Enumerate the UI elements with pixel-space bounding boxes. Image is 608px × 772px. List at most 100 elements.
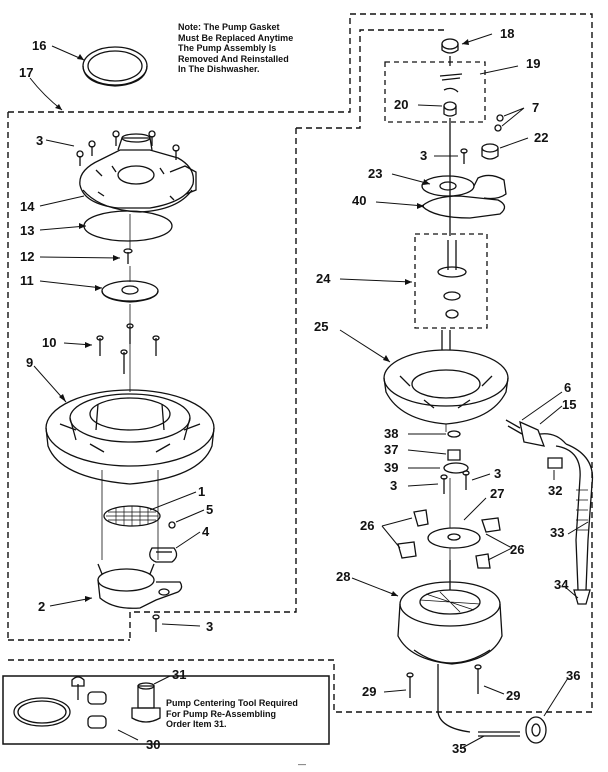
- pump-gasket-note: Note: The Pump Gasket Must Be Replaced A…: [178, 22, 293, 75]
- part-label-34: 34: [554, 577, 569, 592]
- pump-base-part-9: [45, 389, 215, 485]
- screws-part-3-top: [76, 130, 180, 166]
- screws-part-29: [406, 664, 482, 698]
- part-label-33: 33: [550, 525, 565, 540]
- fitting-part-34: [573, 539, 591, 605]
- tool-kit-part-30: [13, 676, 107, 729]
- part-label-26: 26: [510, 542, 525, 557]
- clamp-part-32: [547, 457, 563, 469]
- box-item-30: [2, 675, 330, 745]
- part-label-23: 23: [368, 166, 383, 181]
- part-label-16: 16: [32, 38, 47, 53]
- part-label-3: 3: [420, 148, 428, 163]
- part-label-3: 3: [206, 619, 214, 634]
- arrowheads: [55, 39, 469, 602]
- small-parts-38-39: [443, 430, 469, 474]
- part-label-38: 38: [384, 426, 399, 441]
- part-label-4: 4: [202, 524, 210, 539]
- screw-part-3-bottom-left: [152, 614, 160, 632]
- motor-mount-part-25: [383, 330, 509, 425]
- housing-cover-part-23: [421, 174, 507, 200]
- part-label-32: 32: [548, 483, 563, 498]
- gasket-part-40: [421, 195, 506, 219]
- footer-mark: —: [298, 760, 306, 769]
- part-label-36: 36: [566, 668, 581, 683]
- note-line: Removed And Reinstalled: [178, 53, 289, 64]
- leader-lines: [29, 33, 589, 749]
- part-label-10: 10: [42, 335, 57, 350]
- part-label-7: 7: [532, 100, 540, 115]
- filter-screen-part-1: [103, 505, 161, 527]
- spring-part-19: [439, 73, 463, 93]
- part-label-24: 24: [316, 271, 331, 286]
- screw-part-12: [123, 248, 133, 264]
- hose-fitting-part-15: [505, 419, 567, 447]
- part-label-35: 35: [452, 741, 467, 756]
- note-line: In The Dishwasher.: [178, 64, 260, 74]
- box-item-24: [414, 233, 488, 329]
- wire-lead: [437, 664, 471, 733]
- part-label-28: 28: [336, 569, 351, 584]
- fitting-part-22: [481, 143, 499, 160]
- part-label-15: 15: [562, 397, 577, 412]
- note-line: Note: The Pump Gasket: [178, 22, 280, 32]
- part-label-3: 3: [390, 478, 398, 493]
- part-label-27: 27: [490, 486, 505, 501]
- impeller-part-11: [101, 280, 159, 303]
- part-label-18: 18: [500, 26, 515, 41]
- box-items-18-20: [384, 61, 486, 123]
- part-label-19: 19: [526, 56, 541, 71]
- part-label-2: 2: [38, 599, 46, 614]
- part-label-29: 29: [506, 688, 521, 703]
- part-label-1: 1: [198, 484, 206, 499]
- part-label-37: 37: [384, 442, 399, 457]
- part-label-29: 29: [362, 684, 377, 699]
- part-label-20: 20: [394, 97, 409, 112]
- part-label-12: 12: [20, 249, 35, 264]
- screws-part-3-mid: [440, 470, 470, 494]
- part-label-9: 9: [26, 355, 34, 370]
- left-assembly-boundary: [7, 14, 351, 641]
- part-label-25: 25: [314, 319, 329, 334]
- note-line: Must Be Replaced Anytime: [178, 32, 294, 43]
- part-label-31: 31: [172, 667, 187, 682]
- screw-part-3-right: [460, 148, 468, 164]
- part-label-39: 39: [384, 460, 399, 475]
- part-label-11: 11: [20, 273, 34, 288]
- part-label-17: 17: [19, 65, 34, 80]
- part-label-22: 22: [534, 130, 549, 145]
- note-line: Order Item 31.: [166, 719, 227, 729]
- right-assembly-boundary: [8, 13, 593, 713]
- o-rings-part-7: [494, 114, 504, 132]
- part-label-26: 26: [360, 518, 375, 533]
- assembly-center-lines: [101, 214, 451, 566]
- pump-centering-tool-note: Pump Centering Tool Required For Pump Re…: [166, 698, 298, 730]
- centering-tool-part-31: [131, 682, 161, 723]
- part-label-13: 13: [20, 223, 35, 238]
- gasket-part-13: [83, 210, 173, 242]
- part-label-5: 5: [206, 502, 214, 517]
- part-label-6: 6: [564, 380, 572, 395]
- hose-part-33: [555, 443, 594, 541]
- pump-bracket-part-2: [97, 563, 183, 609]
- part-label-14: 14: [20, 199, 35, 214]
- seal-part-4: [149, 547, 178, 563]
- note-line: For Pump Re-Assembling: [166, 708, 277, 719]
- ball-part-5: [168, 521, 176, 529]
- motor-part-28: [397, 560, 503, 665]
- impeller-part-27: [427, 527, 481, 549]
- part-label-40: 40: [352, 193, 367, 208]
- pump-gasket-part-16: [82, 46, 148, 87]
- part-label-30: 30: [146, 737, 161, 752]
- nut-part-18: [441, 38, 459, 54]
- note-line: Pump Centering Tool Required: [166, 698, 298, 708]
- seal-part-20: [443, 101, 457, 117]
- part-label-3: 3: [494, 466, 502, 481]
- screws-part-10: [96, 323, 160, 374]
- note-line: The Pump Assembly Is: [178, 43, 277, 53]
- clips-part-26: [397, 509, 501, 569]
- nut-part-36: [525, 716, 547, 744]
- drive-assembly-part-24: [437, 240, 467, 319]
- part-label-3: 3: [36, 133, 44, 148]
